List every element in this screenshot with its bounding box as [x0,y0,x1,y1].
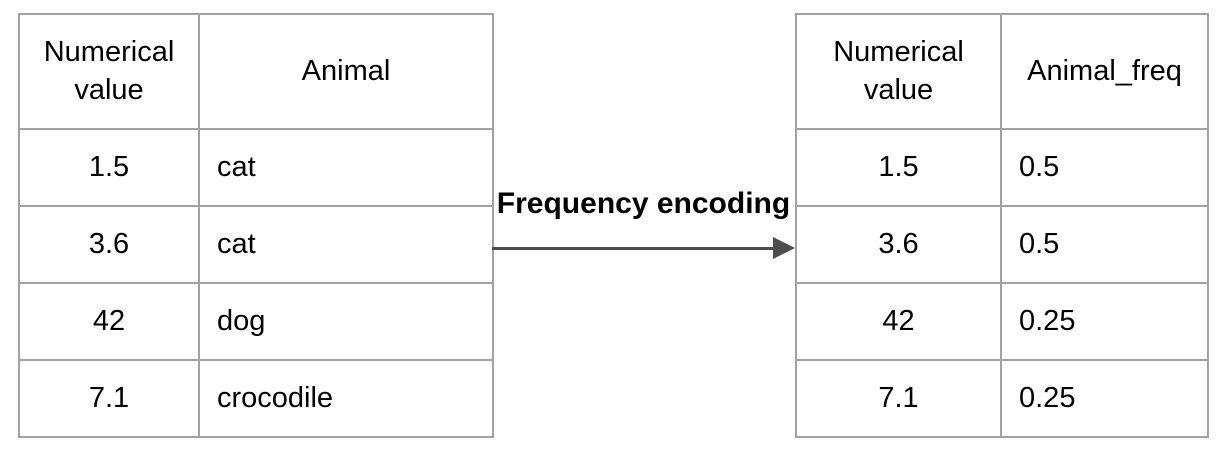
cell-animal-freq: 0.5 [1000,128,1209,207]
input-table: Numerical value Animal 1.5 cat 3.6 cat 4… [18,13,494,438]
arrow-shaft [492,247,775,250]
header-row: Numerical value Animal [18,13,494,130]
table-row: 7.1 crocodile [18,359,494,438]
cell-numerical-value: 7.1 [795,359,1002,438]
column-header-animal-freq: Animal_freq [1000,13,1209,130]
table-row: 3.6 0.5 [795,205,1209,284]
table-row: 42 0.25 [795,282,1209,361]
cell-numerical-value: 3.6 [18,205,200,284]
cell-numerical-value: 3.6 [795,205,1002,284]
cell-numerical-value: 42 [18,282,200,361]
cell-animal: dog [198,282,494,361]
arrow-label: Frequency encoding [496,187,791,220]
header-row: Numerical value Animal_freq [795,13,1209,130]
output-table: Numerical value Animal_freq 1.5 0.5 3.6 … [795,13,1209,438]
cell-animal-freq: 0.25 [1000,282,1209,361]
cell-animal: crocodile [198,359,494,438]
cell-animal-freq: 0.5 [1000,205,1209,284]
cell-animal-freq: 0.25 [1000,359,1209,438]
column-header-numerical-value: Numerical value [18,13,200,130]
table-row: 1.5 0.5 [795,128,1209,207]
cell-numerical-value: 1.5 [18,128,200,207]
table-row: 7.1 0.25 [795,359,1209,438]
cell-numerical-value: 7.1 [18,359,200,438]
table-row: 3.6 cat [18,205,494,284]
table-row: 1.5 cat [18,128,494,207]
table-row: 42 dog [18,282,494,361]
column-header-numerical-value: Numerical value [795,13,1002,130]
cell-animal: cat [198,128,494,207]
cell-numerical-value: 42 [795,282,1002,361]
arrow-head [773,237,795,259]
column-header-animal: Animal [198,13,494,130]
cell-numerical-value: 1.5 [795,128,1002,207]
cell-animal: cat [198,205,494,284]
